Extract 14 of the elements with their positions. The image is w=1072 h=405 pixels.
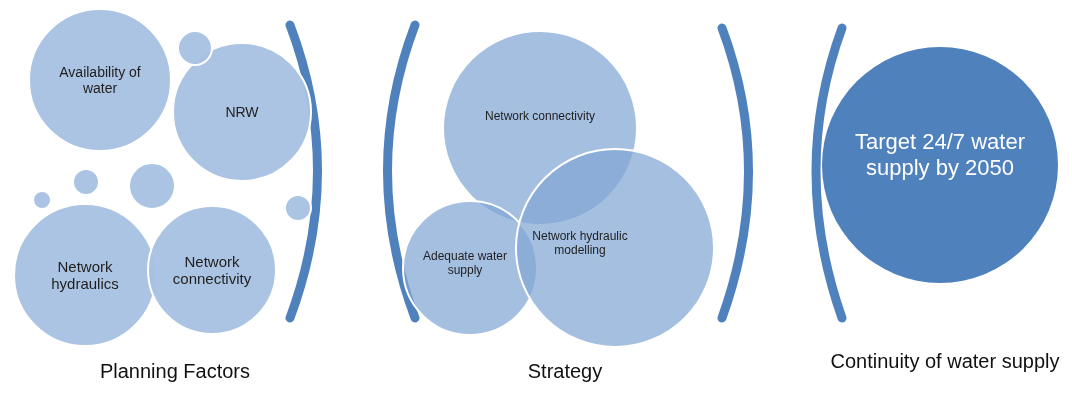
section-label: Strategy bbox=[526, 360, 604, 383]
decorative-circle bbox=[284, 194, 312, 222]
decorative-circle bbox=[32, 190, 52, 210]
node-text: Network hydraulics bbox=[50, 258, 120, 292]
node-text: Network connectivity bbox=[483, 109, 596, 123]
section-label: Continuity of water supply bbox=[830, 350, 1060, 373]
node-text: Target 24/7 water supply by 2050 bbox=[854, 129, 1026, 181]
node-text: Network connectivity bbox=[171, 253, 253, 287]
section-label: Planning Factors bbox=[98, 360, 252, 383]
node-text: Network hydraulic modelling bbox=[531, 229, 629, 257]
node-text: Adequate water supply bbox=[421, 249, 509, 277]
node-text: Availability of water bbox=[58, 64, 142, 96]
decorative-circle bbox=[72, 168, 100, 196]
node-text: NRW bbox=[224, 104, 260, 120]
